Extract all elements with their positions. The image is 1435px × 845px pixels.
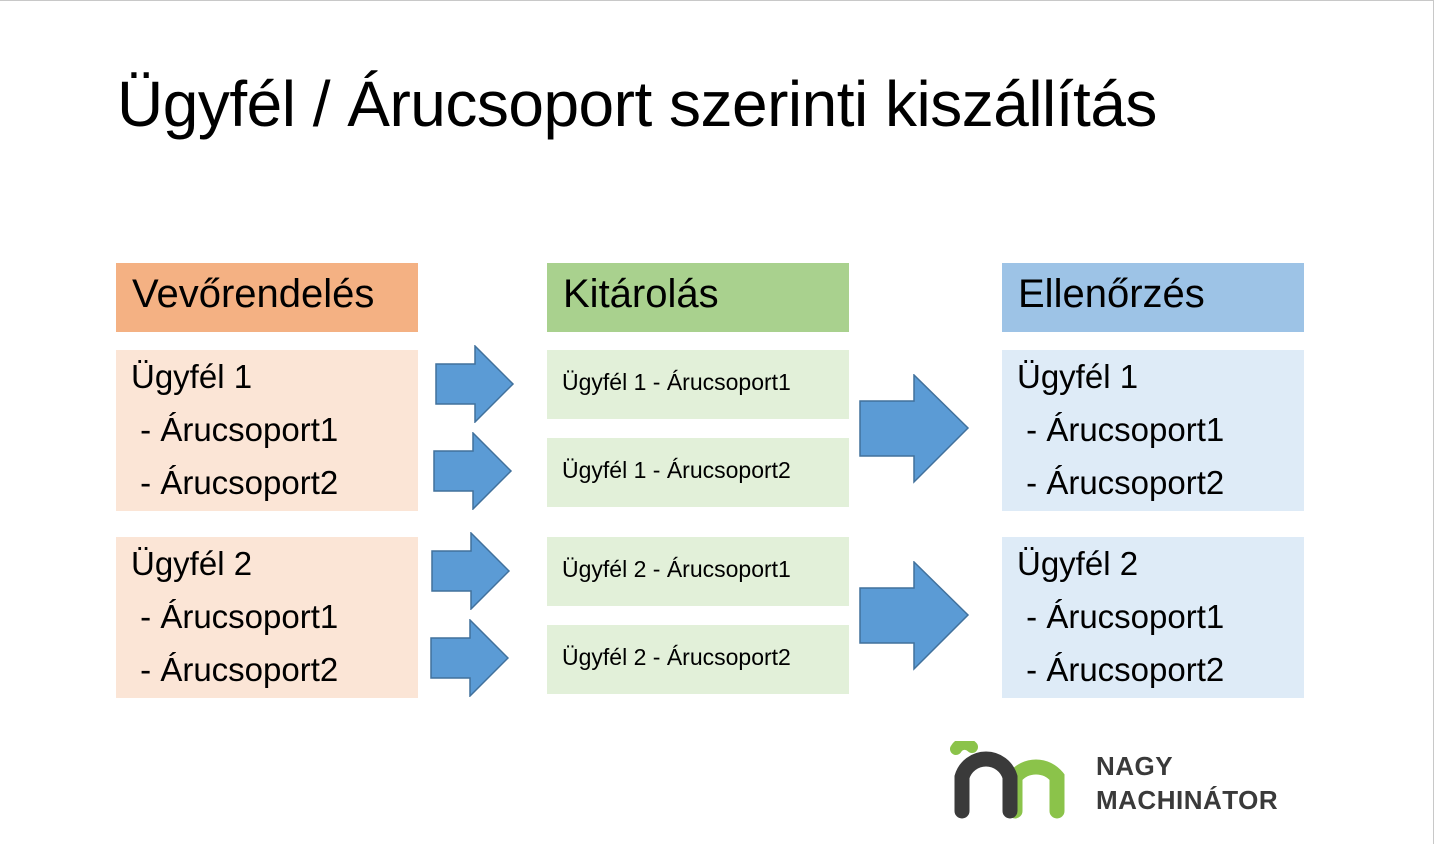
group-line: - Árucsoport2 <box>1017 464 1225 501</box>
logo-line-1: NAGY <box>1096 751 1174 781</box>
pick-cell: Ügyfél 2 - Árucsoport1 <box>547 537 849 606</box>
check-group-customer-2: Ügyfél 2 - Árucsoport1 - Árucsoport2 <box>1002 537 1304 698</box>
order-group-customer-1: Ügyfél 1 - Árucsoport1 - Árucsoport2 <box>116 350 418 511</box>
order-group-customer-2: Ügyfél 2 - Árucsoport1 - Árucsoport2 <box>116 537 418 698</box>
right-arrow-icon <box>430 619 510 697</box>
group-line: - Árucsoport1 <box>131 411 339 448</box>
group-line: Ügyfél 2 <box>1017 545 1139 582</box>
group-line: Ügyfél 1 <box>1017 358 1139 395</box>
pick-cell: Ügyfél 1 - Árucsoport1 <box>547 350 849 419</box>
group-line: - Árucsoport1 <box>1017 598 1225 635</box>
header-kitarolas: Kitárolás <box>547 263 849 332</box>
header-ellenorzes: Ellenőrzés <box>1002 263 1304 332</box>
right-arrow-icon <box>433 432 513 510</box>
logo-line-2: MACHINÁTOR <box>1096 785 1279 815</box>
right-arrow-icon <box>859 561 970 671</box>
group-line: - Árucsoport2 <box>131 464 339 501</box>
company-logo: NAGY MACHINÁTOR <box>950 741 1290 821</box>
right-arrow-icon <box>859 374 970 484</box>
right-arrow-icon <box>431 532 511 610</box>
pick-cell: Ügyfél 1 - Árucsoport2 <box>547 438 849 507</box>
group-line: - Árucsoport2 <box>1017 651 1225 688</box>
group-line: - Árucsoport2 <box>131 651 339 688</box>
header-vevorendeles: Vevőrendelés <box>116 263 418 332</box>
check-group-customer-1: Ügyfél 1 - Árucsoport1 - Árucsoport2 <box>1002 350 1304 511</box>
group-line: - Árucsoport1 <box>1017 411 1225 448</box>
logo-text: NAGY MACHINÁTOR <box>1096 749 1278 817</box>
m-logo-icon <box>950 741 1065 819</box>
right-arrow-icon <box>435 345 515 423</box>
pick-cell: Ügyfél 2 - Árucsoport2 <box>547 625 849 694</box>
group-line: Ügyfél 1 <box>131 358 253 395</box>
group-line: - Árucsoport1 <box>131 598 339 635</box>
group-line: Ügyfél 2 <box>131 545 253 582</box>
slide-title: Ügyfél / Árucsoport szerinti kiszállítás <box>117 68 1157 140</box>
